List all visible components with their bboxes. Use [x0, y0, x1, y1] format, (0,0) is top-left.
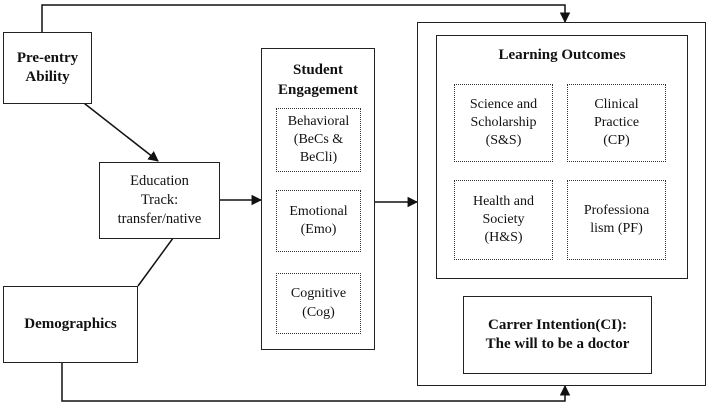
- emotional-box: Emotional (Emo): [276, 190, 361, 252]
- cognitive-box: Cognitive (Cog): [276, 273, 361, 334]
- career-intention-box: Carrer Intention(CI): The will to be a d…: [463, 296, 652, 374]
- health-society-box: Health and Society (H&S): [454, 180, 553, 260]
- arrow-preentry-to-education: [79, 99, 159, 162]
- emotional-label: Emotional (Emo): [289, 203, 348, 237]
- student-engagement-box: Student Engagement Behavioral (BeCs & Be…: [261, 48, 375, 350]
- arrow-demographics-to-outcomes: [61, 363, 571, 402]
- health-society-label: Health and Society (H&S): [472, 193, 535, 246]
- learning-outcomes-title: Learning Outcomes: [498, 47, 626, 63]
- learning-outcomes-box: Learning Outcomes Science and Scholarshi…: [436, 35, 688, 279]
- professionalism-label: Professiona lism (PF): [583, 202, 650, 236]
- behavioral-box: Behavioral (BeCs & BeCli): [276, 108, 361, 172]
- science-scholarship-box: Science and Scholarship (S&S): [454, 84, 553, 162]
- preentry-ability-box: Pre-entry Ability: [3, 32, 92, 104]
- clinical-practice-label: Clinical Practice (CP): [593, 96, 640, 149]
- preentry-ability-label: Pre-entry Ability: [16, 49, 79, 86]
- career-intention-label: Carrer Intention(CI): The will to be a d…: [485, 316, 630, 353]
- clinical-practice-box: Clinical Practice (CP): [567, 84, 666, 162]
- outcomes-outer-box: Learning Outcomes Science and Scholarshi…: [417, 22, 706, 386]
- professionalism-box: Professiona lism (PF): [567, 180, 666, 260]
- demographics-box: Demographics: [3, 286, 138, 363]
- cognitive-label: Cognitive (Cog): [290, 286, 347, 320]
- education-track-box: Education Track: transfer/native: [99, 162, 220, 239]
- demographics-label: Demographics: [24, 315, 117, 332]
- student-engagement-title: Student Engagement: [278, 62, 358, 98]
- education-track-label: Education Track: transfer/native: [117, 173, 202, 227]
- science-scholarship-label: Science and Scholarship (S&S): [469, 96, 538, 149]
- behavioral-label: Behavioral (BeCs & BeCli): [287, 113, 350, 166]
- arrow-preentry-to-outcomes: [41, 4, 571, 32]
